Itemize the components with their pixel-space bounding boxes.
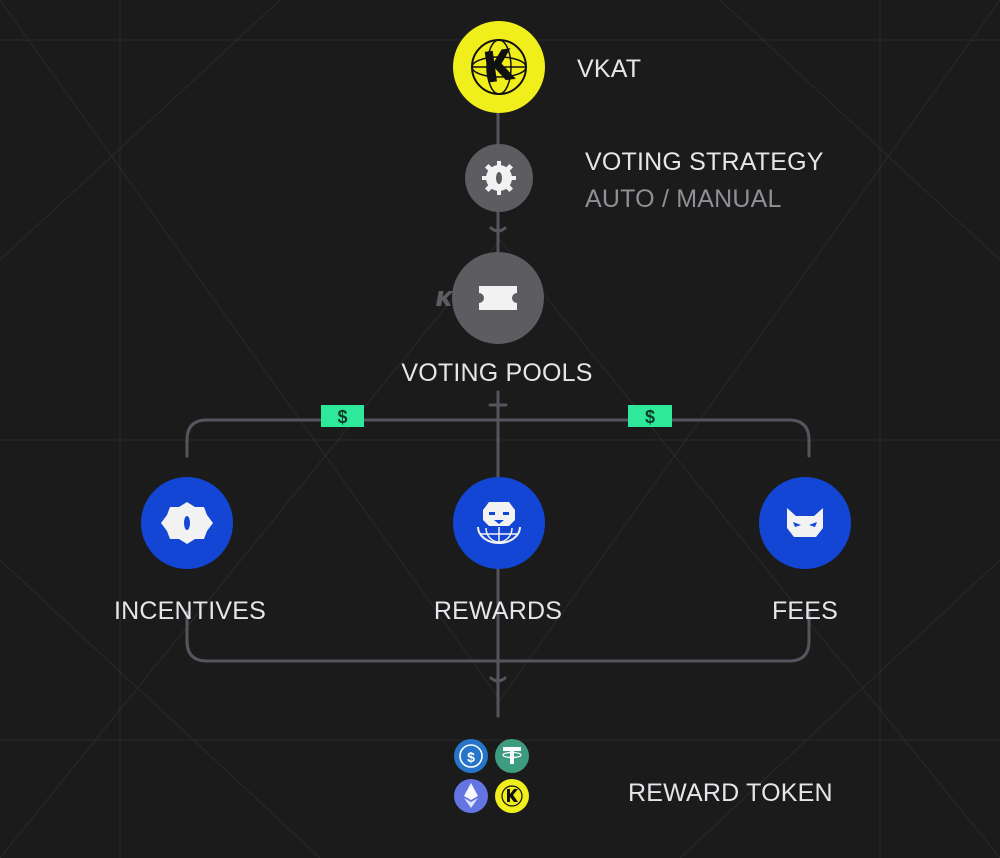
dollar-badge-right: $	[628, 405, 672, 427]
dollar-badge-right-text: $	[645, 407, 655, 427]
usdt-icon	[495, 739, 529, 773]
ticket-icon	[436, 286, 517, 310]
voting-pools-node	[436, 252, 544, 344]
voting-pools-label: VOTING POOLS	[401, 359, 593, 387]
voting-strategy-sublabel: AUTO / MANUAL	[585, 185, 782, 213]
fees-node	[759, 477, 851, 569]
reward-token-icons: $	[454, 739, 529, 813]
lion-globe-icon	[477, 502, 521, 544]
cat-mask-icon	[787, 508, 823, 537]
vkat-label: VKAT	[577, 55, 642, 83]
eth-icon	[454, 779, 488, 813]
voting-strategy-node	[465, 144, 533, 212]
incentives-label: INCENTIVES	[113, 597, 267, 625]
dollar-badge-left-text: $	[337, 407, 347, 427]
rewards-label: REWARDS	[433, 597, 563, 625]
rewards-node	[453, 477, 545, 569]
voting-strategy-label: VOTING STRATEGY	[585, 148, 824, 176]
svg-text:$: $	[467, 749, 475, 765]
kat-icon	[495, 779, 529, 813]
usdc-icon: $	[454, 739, 488, 773]
incentives-node	[141, 477, 233, 569]
kat-globe-icon	[471, 39, 527, 95]
dollar-badge-left: $	[321, 405, 364, 427]
reward-token-label: REWARD TOKEN	[628, 779, 833, 807]
vkat-node	[453, 21, 545, 113]
fees-label: FEES	[771, 597, 839, 625]
connector-lines	[185, 110, 811, 718]
gear-icon	[482, 161, 516, 195]
gear-badge-icon	[161, 502, 213, 544]
